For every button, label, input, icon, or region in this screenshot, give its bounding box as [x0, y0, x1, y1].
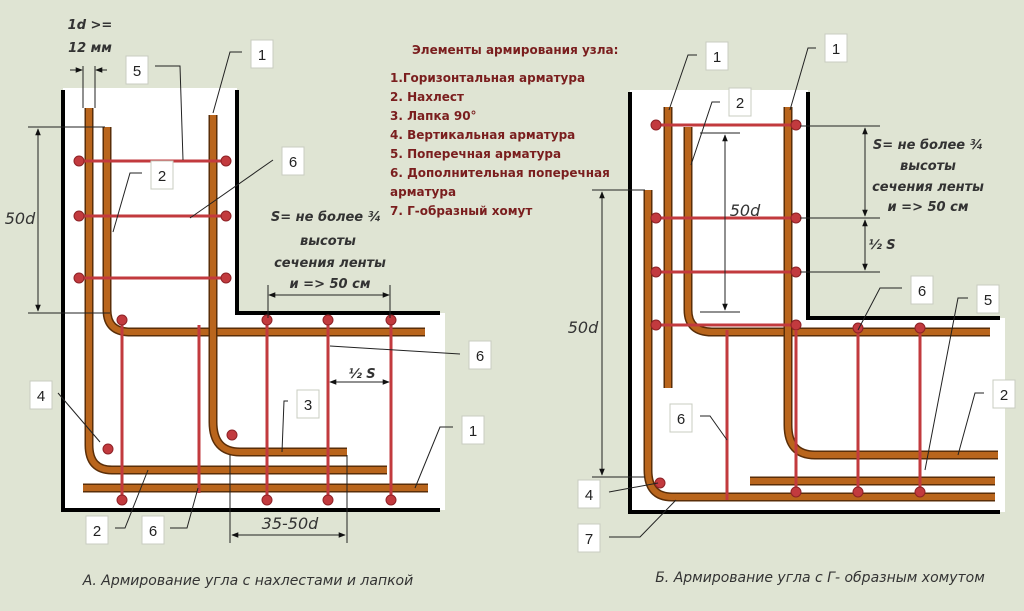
- formwork-inner-b: [806, 92, 1000, 320]
- svg-text:4: 4: [585, 487, 593, 504]
- callout-5: 5: [976, 284, 1000, 314]
- callouts-a: 1 5 2 6 6 3 1 4 2 6: [29, 39, 492, 545]
- callout-6: 6: [141, 515, 165, 545]
- callout-6: 6: [669, 403, 693, 433]
- svg-text:7: 7: [585, 531, 593, 548]
- callout-1: 1: [250, 39, 274, 69]
- spacing-line-2: высоты: [300, 234, 356, 249]
- svg-text:4: 4: [37, 388, 45, 405]
- callout-1: 1: [461, 415, 485, 445]
- half-s-label: ½ S: [348, 367, 375, 382]
- spacing-line-3: сечения ленты: [872, 180, 984, 195]
- spacing-line-2: высоты: [900, 159, 956, 174]
- callout-2: 2: [728, 87, 752, 117]
- callout-1: 1: [705, 41, 729, 71]
- callout-4: 4: [29, 380, 53, 410]
- formwork-outer-a: [61, 90, 440, 512]
- dim-50d-inner-label: 50d: [730, 201, 761, 220]
- spacing-line-1: S= не более ¾: [271, 210, 381, 225]
- svg-text:6: 6: [918, 283, 926, 300]
- svg-text:5: 5: [984, 292, 992, 309]
- spacing-line-4: и => 50 см: [290, 277, 371, 292]
- legend-item: 3. Лапка 90°: [390, 109, 477, 123]
- svg-text:6: 6: [476, 348, 484, 365]
- svg-text:1: 1: [469, 423, 477, 440]
- dim-12mm-label: 12 мм: [68, 41, 112, 56]
- callout-7: 7: [577, 523, 601, 553]
- callout-6: 6: [281, 146, 305, 176]
- legend: Элементы армирования узла: 1.Горизонталь…: [390, 43, 618, 218]
- formwork-inner-a: [235, 90, 440, 315]
- legend-item: 2. Нахлест: [390, 90, 464, 104]
- transverse-rebar-b: [650, 119, 926, 500]
- diagram-b: S= не более ¾ высоты сечения ленты и => …: [568, 33, 1016, 586]
- callout-4: 4: [577, 479, 601, 509]
- formwork-outer-b: [628, 92, 1000, 514]
- caption-b: Б. Армирование угла с Г- образным хомуто…: [655, 570, 985, 586]
- svg-text:2: 2: [93, 523, 101, 540]
- svg-text:5: 5: [133, 63, 141, 80]
- dim-1d-label: 1d >=: [68, 18, 113, 33]
- dimensions-b: [592, 125, 880, 478]
- svg-text:6: 6: [149, 523, 157, 540]
- callouts-b: 1 1 2 6 5 6 2 4 7: [577, 33, 1016, 553]
- dimensions-a: [28, 66, 391, 543]
- leader-lines-b: [608, 47, 984, 538]
- svg-text:1: 1: [713, 49, 721, 66]
- callout-2: 2: [150, 160, 174, 190]
- caption-a: А. Армирование угла с нахлестами и лапко…: [82, 573, 413, 589]
- svg-text:1: 1: [832, 41, 840, 58]
- dim-50d-outer-label: 50d: [568, 318, 599, 337]
- concrete-section-a: [63, 88, 445, 510]
- callout-2: 2: [85, 515, 109, 545]
- legend-item: 5. Поперечная арматура: [390, 147, 561, 161]
- svg-text:2: 2: [1000, 387, 1008, 404]
- legend-item: арматура: [390, 185, 456, 199]
- callout-6: 6: [910, 275, 934, 305]
- spacing-line-1: S= не более ¾: [873, 138, 983, 153]
- svg-text:2: 2: [158, 168, 166, 185]
- lap-length-label: 35-50d: [262, 514, 319, 533]
- legend-item: 4. Вертикальная арматура: [390, 128, 575, 142]
- svg-text:1: 1: [258, 47, 266, 64]
- svg-text:2: 2: [736, 95, 744, 112]
- spacing-line-4: и => 50 см: [888, 200, 969, 215]
- leader-lines-a: [57, 51, 461, 529]
- svg-text:3: 3: [304, 397, 312, 414]
- legend-item: 1.Горизонтальная арматура: [390, 71, 585, 85]
- diagram-a: 1d >= 12 мм 50d S= не более ¾ высоты сеч…: [5, 18, 492, 589]
- callout-5: 5: [125, 55, 149, 85]
- callout-2: 2: [992, 379, 1016, 409]
- legend-item: 6. Дополнительная поперечная: [390, 166, 610, 180]
- svg-text:6: 6: [289, 154, 297, 171]
- transverse-rebar-a: [73, 155, 397, 506]
- legend-item: 7. Г-образный хомут: [390, 204, 532, 218]
- legend-title: Элементы армирования узла:: [412, 43, 618, 57]
- spacing-line-3: сечения ленты: [274, 256, 386, 271]
- callout-6: 6: [468, 340, 492, 370]
- callout-3: 3: [296, 389, 320, 419]
- callout-1: 1: [824, 33, 848, 63]
- svg-text:6: 6: [677, 411, 685, 428]
- dim-50d-label: 50d: [5, 209, 36, 228]
- half-s-label: ½ S: [868, 238, 895, 253]
